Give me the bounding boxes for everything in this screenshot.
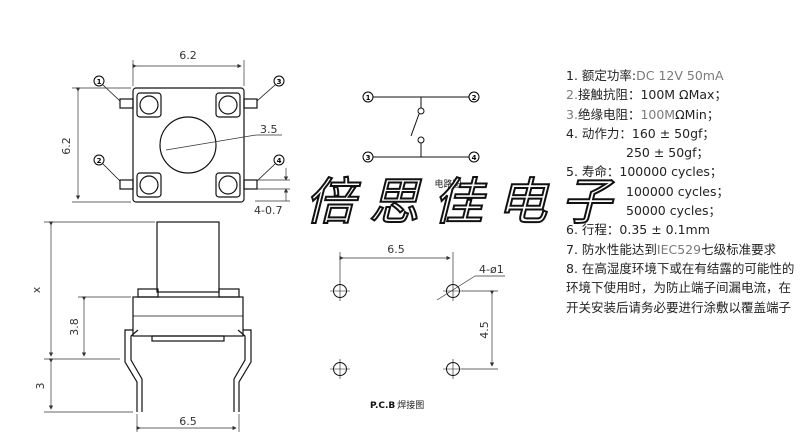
circuit-caption: 电路图	[434, 178, 461, 190]
lead-br	[243, 179, 258, 190]
pcb-layout	[330, 281, 463, 379]
circuit-pin-labels: 1 2 3 4	[362, 91, 480, 163]
circuit-diagram	[373, 96, 469, 158]
dim-pin-length: 3	[34, 383, 47, 390]
pin-3-label: 3	[277, 78, 282, 86]
spec-waterproof: 7. 防水性能达到IEC529七级标准要求	[566, 241, 777, 257]
spec-rated-power: 1. 额定功率:DC 12V 50mA	[566, 68, 724, 83]
side-lead-right	[238, 329, 252, 412]
spec-life-1: 5. 寿命：100000 cycles；	[566, 164, 723, 180]
corner-dot-br	[218, 175, 238, 195]
watermark-logo: 倍思佳电子	[304, 172, 625, 232]
lead-tr	[243, 98, 258, 109]
dim-top-height: 6.2	[60, 137, 73, 155]
side-lead-left	[124, 329, 138, 412]
corner-pad-tl	[136, 92, 162, 118]
switch-body-top	[132, 87, 245, 203]
spec-life-2: 100000 cycles；	[626, 183, 730, 199]
pin-1-label: 1	[97, 78, 102, 86]
dim-pcb-width: 6.5	[387, 243, 405, 256]
switch-contact-top	[417, 107, 425, 115]
top-view	[102, 84, 276, 203]
side-tab-right	[218, 288, 240, 298]
dim-hole: 4-ø1	[479, 263, 504, 276]
spec-humidity-note: 8. 在高湿度环境下或在有结露的可能性的环境下使用时，为防止端子间漏电流，在开关…	[566, 260, 795, 315]
side-base	[151, 335, 225, 342]
lead-bl	[119, 179, 134, 190]
corner-dot-tr	[218, 95, 238, 115]
pin-labels-top: 1 2 3 4	[93, 75, 285, 166]
spec-contact-resistance: 2.接触抗阻：100M ΩMax；	[566, 87, 727, 103]
pin-4-label: 4	[277, 157, 282, 165]
spec-travel: 6. 行程：0.35 ± 0.1mm	[566, 222, 710, 238]
dim-top-width: 6.2	[179, 49, 197, 62]
spec-insulation-resistance: 3.绝缘电阻：100MΩMin；	[566, 106, 720, 122]
dim-pcb-height: 4.5	[478, 321, 491, 339]
dim-lead: 4-0.7	[254, 204, 282, 217]
spec-list: 1. 额定功率:DC 12V 50mA 2.接触抗阻：100M ΩMax； 3.…	[566, 66, 798, 317]
spec-force-1: 4. 动作力：160 ± 50gf；	[566, 125, 715, 141]
switch-contact-bottom	[417, 136, 425, 144]
circuit-pin-3: 3	[366, 154, 371, 162]
circuit-pin-4: 4	[472, 154, 477, 162]
corner-dot-bl	[139, 175, 159, 195]
dim-base-width: 6.5	[179, 415, 197, 428]
side-view	[124, 221, 252, 412]
dim-side-height: x	[30, 286, 43, 293]
lead-tl	[119, 98, 134, 109]
circuit-pin-1: 1	[366, 94, 371, 102]
pin-2-label: 2	[97, 157, 102, 165]
side-tab-left	[137, 288, 159, 298]
top-view-dimensions	[72, 60, 290, 203]
actuator-circle	[159, 116, 217, 174]
side-view-dimensions	[44, 221, 240, 432]
pcb-caption-text: 焊接图	[397, 399, 424, 411]
corner-pad-tr	[215, 92, 241, 118]
side-actuator	[156, 221, 220, 293]
corner-pad-br	[215, 172, 241, 198]
pcb-dimensions	[339, 252, 505, 370]
spec-force-2: 250 ± 50gf；	[626, 145, 710, 161]
side-body	[132, 296, 244, 337]
dim-actuator: 3.5	[260, 123, 278, 136]
corner-dot-tl	[139, 95, 159, 115]
pcb-caption-bold: P.C.B	[370, 401, 395, 411]
corner-pad-bl	[136, 172, 162, 198]
dim-body-height: 3.8	[68, 318, 81, 336]
switch-lever	[410, 113, 420, 137]
circuit-pin-2: 2	[472, 94, 477, 102]
spec-life-3: 50000 cycles；	[626, 203, 722, 219]
